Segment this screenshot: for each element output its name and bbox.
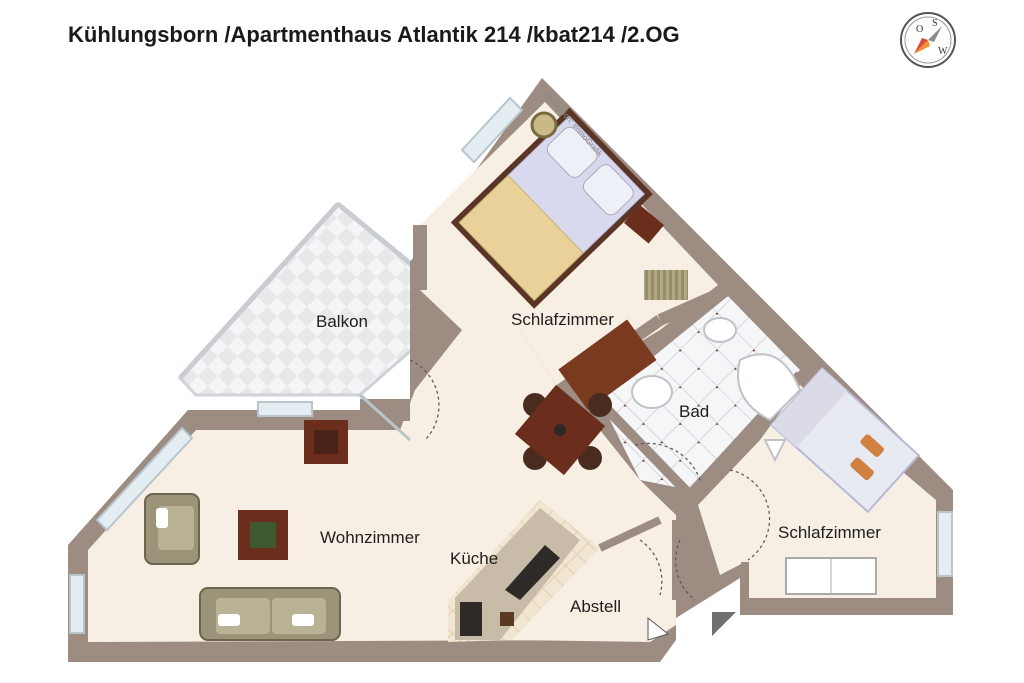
windows [69,96,953,634]
compass-icon: O S W [900,12,956,68]
plan-title: Kühlungsborn /Apartmenthaus Atlantik 214… [68,22,680,47]
kitchen-counter [455,508,580,640]
label-schlafzimmer-2: Schlafzimmer [778,523,881,542]
label-wohnzimmer: Wohnzimmer [320,528,420,547]
wardrobe [558,319,657,410]
double-bed [450,107,653,309]
label-schlafzimmer-1: Schlafzimmer [511,310,614,329]
door-swings [409,359,771,601]
shower-corner [763,439,787,463]
label-bad: Bad [679,402,709,421]
radiator [644,270,688,300]
label-kueche: Küche [450,549,498,568]
single-bed [769,366,921,514]
bedroom-2-floor [698,385,936,598]
stair-mark [647,616,670,641]
nightstand [624,204,664,244]
storage-floor [512,548,676,642]
label-balkon: Balkon [316,312,368,331]
dining-table [514,384,612,476]
compass-letter-o: O [916,24,923,35]
bidet [703,317,737,343]
toilet [737,353,802,422]
bathroom-floor [600,296,800,490]
sofa [199,587,341,641]
stair-mark [712,612,736,636]
armchair [144,493,200,565]
lamp-icon [530,111,558,139]
sink [631,375,673,409]
label-abstell: Abstell [570,597,621,616]
compass-letter-w: W [938,46,948,57]
compass-letter-s: S [932,18,938,29]
